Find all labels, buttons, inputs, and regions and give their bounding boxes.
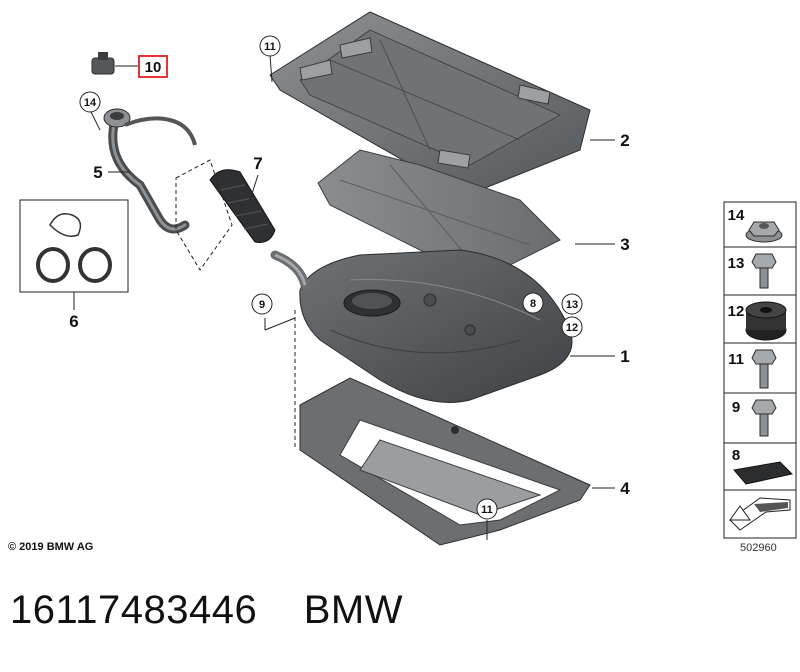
filler-pipe: [103, 108, 310, 290]
callout-1: 1: [620, 347, 629, 366]
assembly-dashed-outline: [175, 159, 233, 271]
hex-bolt-icon: [751, 399, 777, 437]
svg-text:14: 14: [84, 97, 97, 109]
foam-pad-icon: [733, 461, 794, 485]
svg-text:13: 13: [566, 299, 578, 311]
svg-text:8: 8: [530, 298, 536, 310]
svg-text:12: 12: [566, 322, 578, 334]
callout-5: 5: [93, 163, 102, 182]
callout-4: 4: [620, 479, 630, 498]
diagram-id: 502960: [740, 542, 777, 554]
svg-text:11: 11: [264, 41, 276, 53]
rubber-grommet-icon: [745, 301, 787, 341]
callout-7: 7: [253, 154, 262, 173]
fastener-legend: 14 13 12 11 9: [723, 201, 797, 539]
legend-label-12: 12: [728, 303, 745, 320]
circled-callout-11-bottom: 11: [476, 498, 498, 520]
copyright-notice: © 2019 BMW AG: [8, 541, 94, 553]
arrow-sign-icon: [729, 497, 791, 531]
hex-bolt-icon: [751, 349, 777, 389]
hex-bolt-icon: [751, 253, 777, 289]
circled-callout-9: 9: [251, 293, 273, 315]
circled-callout-14: 14: [79, 91, 101, 113]
callout-10: 10: [145, 59, 162, 76]
circled-callout-12: 12: [561, 316, 583, 338]
legend-label-8: 8: [732, 447, 740, 464]
callout-3: 3: [620, 235, 629, 254]
legend-label-11: 11: [728, 351, 744, 368]
support-tray: [299, 377, 591, 546]
legend-label-14: 14: [728, 207, 745, 224]
circled-callout-8: 8: [522, 292, 544, 314]
legend-label-9: 9: [732, 399, 740, 416]
part-number-title: 16117483446 BMW: [10, 588, 403, 632]
fuel-tank: [299, 249, 573, 403]
heat-shield: [317, 149, 561, 281]
filler-cap: [91, 52, 115, 75]
legend-label-13: 13: [728, 255, 745, 272]
highlighted-part-box: [138, 55, 168, 78]
svg-text:11: 11: [481, 504, 493, 516]
seal-rings-box: [19, 199, 129, 293]
flange-nut-icon: [745, 221, 783, 243]
callout-6: 6: [69, 312, 78, 331]
filler-bellows: [209, 169, 276, 243]
svg-text:9: 9: [259, 299, 265, 311]
callout-2: 2: [620, 131, 629, 150]
circled-callout-13: 13: [561, 293, 583, 315]
upper-cover-plate: [269, 11, 591, 191]
circled-callout-11-top: 11: [259, 35, 281, 57]
